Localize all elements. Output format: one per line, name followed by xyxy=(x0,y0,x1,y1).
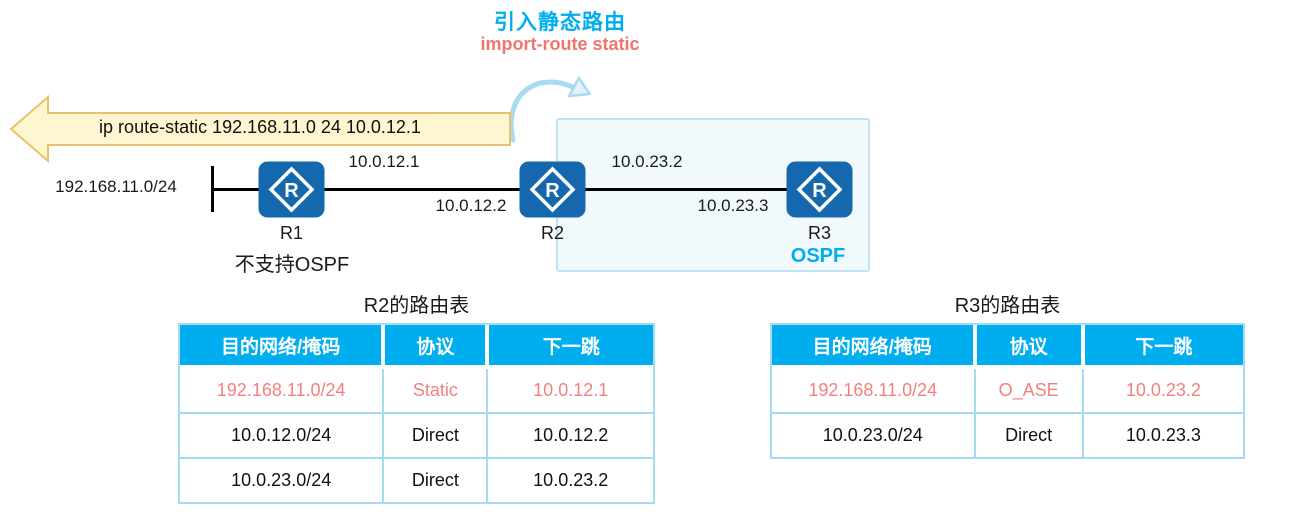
cell-protocol: O_ASE xyxy=(973,366,1084,414)
r2-routing-table: R2的路由表 目的网络/掩码 协议 下一跳 192.168.11.0/24 St… xyxy=(178,289,655,504)
table-row: 192.168.11.0/24 Static 10.0.12.1 xyxy=(180,366,653,414)
header-nexthop: 下一跳 xyxy=(1080,325,1243,369)
ospf-area-label: OSPF xyxy=(790,245,846,267)
link-r2r3-ip-near: 10.0.23.2 xyxy=(611,152,683,171)
router-r1-note: 不支持OSPF xyxy=(234,254,350,276)
annotation-title: 引入静态路由 xyxy=(494,11,626,34)
cell-nexthop: 10.0.12.2 xyxy=(486,412,653,459)
network-link-line xyxy=(214,188,820,191)
table-row: 10.0.12.0/24 Direct 10.0.12.2 xyxy=(180,412,653,459)
header-nexthop: 下一跳 xyxy=(485,325,653,369)
r3-table-title: R3的路由表 xyxy=(954,295,1061,317)
link-r1r2-ip-near: 10.0.12.1 xyxy=(348,152,420,171)
router-label-r2: R2 xyxy=(540,223,564,243)
table-header-row: 目的网络/掩码 协议 下一跳 xyxy=(772,325,1243,369)
cell-destination: 192.168.11.0/24 xyxy=(180,366,385,414)
router-icon-r3: R xyxy=(786,161,853,218)
router-icon-r1: R xyxy=(258,161,325,218)
cell-destination: 192.168.11.0/24 xyxy=(772,366,976,414)
header-protocol: 协议 xyxy=(381,325,488,369)
router-icon-letter: R xyxy=(545,180,560,202)
router-icon-r2: R xyxy=(519,161,586,218)
lan-network-label: 192.168.11.0/24 xyxy=(55,177,177,196)
cell-nexthop: 10.0.12.1 xyxy=(486,366,653,414)
cell-destination: 10.0.12.0/24 xyxy=(180,412,385,459)
table-row: 192.168.11.0/24 O_ASE 10.0.23.2 xyxy=(772,366,1243,414)
curved-arrow-icon xyxy=(508,76,591,143)
cell-destination: 10.0.23.0/24 xyxy=(772,412,976,457)
lan-stub-tick xyxy=(211,166,214,212)
router-icon-letter: R xyxy=(812,180,827,202)
link-r1r2-ip-far: 10.0.12.2 xyxy=(435,196,507,215)
cell-protocol: Direct xyxy=(973,412,1084,457)
cell-protocol: Direct xyxy=(382,412,489,459)
r2-table-grid: 目的网络/掩码 协议 下一跳 192.168.11.0/24 Static 10… xyxy=(178,323,655,504)
table-row: 10.0.23.0/24 Direct 10.0.23.2 xyxy=(180,457,653,502)
cell-protocol: Direct xyxy=(382,457,489,502)
cell-nexthop: 10.0.23.3 xyxy=(1081,412,1243,457)
router-icon-letter: R xyxy=(284,180,299,202)
cell-destination: 10.0.23.0/24 xyxy=(180,457,385,502)
annotation-subtitle: import-route static xyxy=(480,34,640,54)
link-r2r3-ip-far: 10.0.23.3 xyxy=(697,196,769,215)
table-row: 10.0.23.0/24 Direct 10.0.23.3 xyxy=(772,412,1243,457)
r2-table-title: R2的路由表 xyxy=(363,295,470,317)
cell-nexthop: 10.0.23.2 xyxy=(1081,366,1243,414)
r3-table-grid: 目的网络/掩码 协议 下一跳 192.168.11.0/24 O_ASE 10.… xyxy=(770,323,1245,459)
cell-nexthop: 10.0.23.2 xyxy=(486,457,653,502)
header-destination: 目的网络/掩码 xyxy=(180,325,384,369)
r3-routing-table: R3的路由表 目的网络/掩码 协议 下一跳 192.168.11.0/24 O_… xyxy=(770,289,1245,459)
command-arrow xyxy=(9,94,511,164)
header-destination: 目的网络/掩码 xyxy=(772,325,975,369)
header-protocol: 协议 xyxy=(972,325,1083,369)
table-header-row: 目的网络/掩码 协议 下一跳 xyxy=(180,325,653,369)
router-label-r1: R1 xyxy=(279,223,303,243)
cell-protocol: Static xyxy=(382,366,489,414)
command-text: ip route-static 192.168.11.0 24 10.0.12.… xyxy=(99,117,421,137)
router-label-r3: R3 xyxy=(807,223,831,243)
